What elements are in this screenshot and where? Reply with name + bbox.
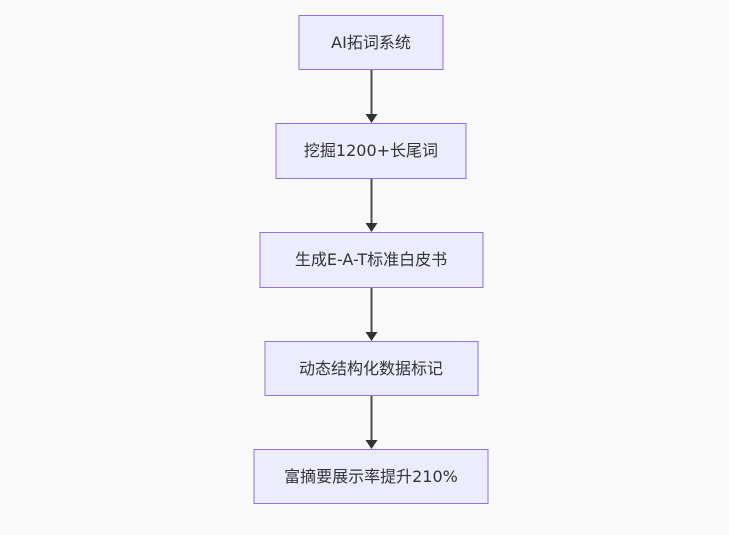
node-structured-data-markup: 动态结构化数据标记 bbox=[264, 341, 478, 396]
arrowhead-down-icon bbox=[365, 440, 377, 449]
node-label: AI拓词系统 bbox=[331, 32, 411, 52]
arrowhead-down-icon bbox=[365, 114, 377, 123]
node-label: 动态结构化数据标记 bbox=[298, 358, 443, 378]
edge-line bbox=[370, 396, 372, 442]
edge-line bbox=[370, 70, 372, 116]
edge-arrow-2 bbox=[364, 179, 378, 232]
edge-arrow-1 bbox=[364, 70, 378, 123]
arrowhead-down-icon bbox=[365, 223, 377, 232]
edge-line bbox=[370, 179, 372, 225]
arrowhead-down-icon bbox=[365, 332, 377, 341]
edge-arrow-3 bbox=[364, 288, 378, 341]
flowchart: AI拓词系统 挖掘1200+长尾词 生成E-A-T标准白皮书 动态结构化数据标记 bbox=[253, 15, 489, 504]
node-eat-whitepaper: 生成E-A-T标准白皮书 bbox=[259, 232, 483, 288]
node-ai-keyword-system: AI拓词系统 bbox=[298, 15, 444, 70]
node-label: 挖掘1200+长尾词 bbox=[303, 141, 439, 160]
edge-line bbox=[370, 288, 372, 334]
node-label: 生成E-A-T标准白皮书 bbox=[294, 250, 448, 269]
node-rich-snippet-uplift: 富摘要展示率提升210% bbox=[253, 449, 489, 504]
edge-arrow-4 bbox=[364, 396, 378, 449]
node-label: 富摘要展示率提升210% bbox=[284, 466, 458, 486]
node-longtail-mining: 挖掘1200+长尾词 bbox=[275, 123, 467, 179]
